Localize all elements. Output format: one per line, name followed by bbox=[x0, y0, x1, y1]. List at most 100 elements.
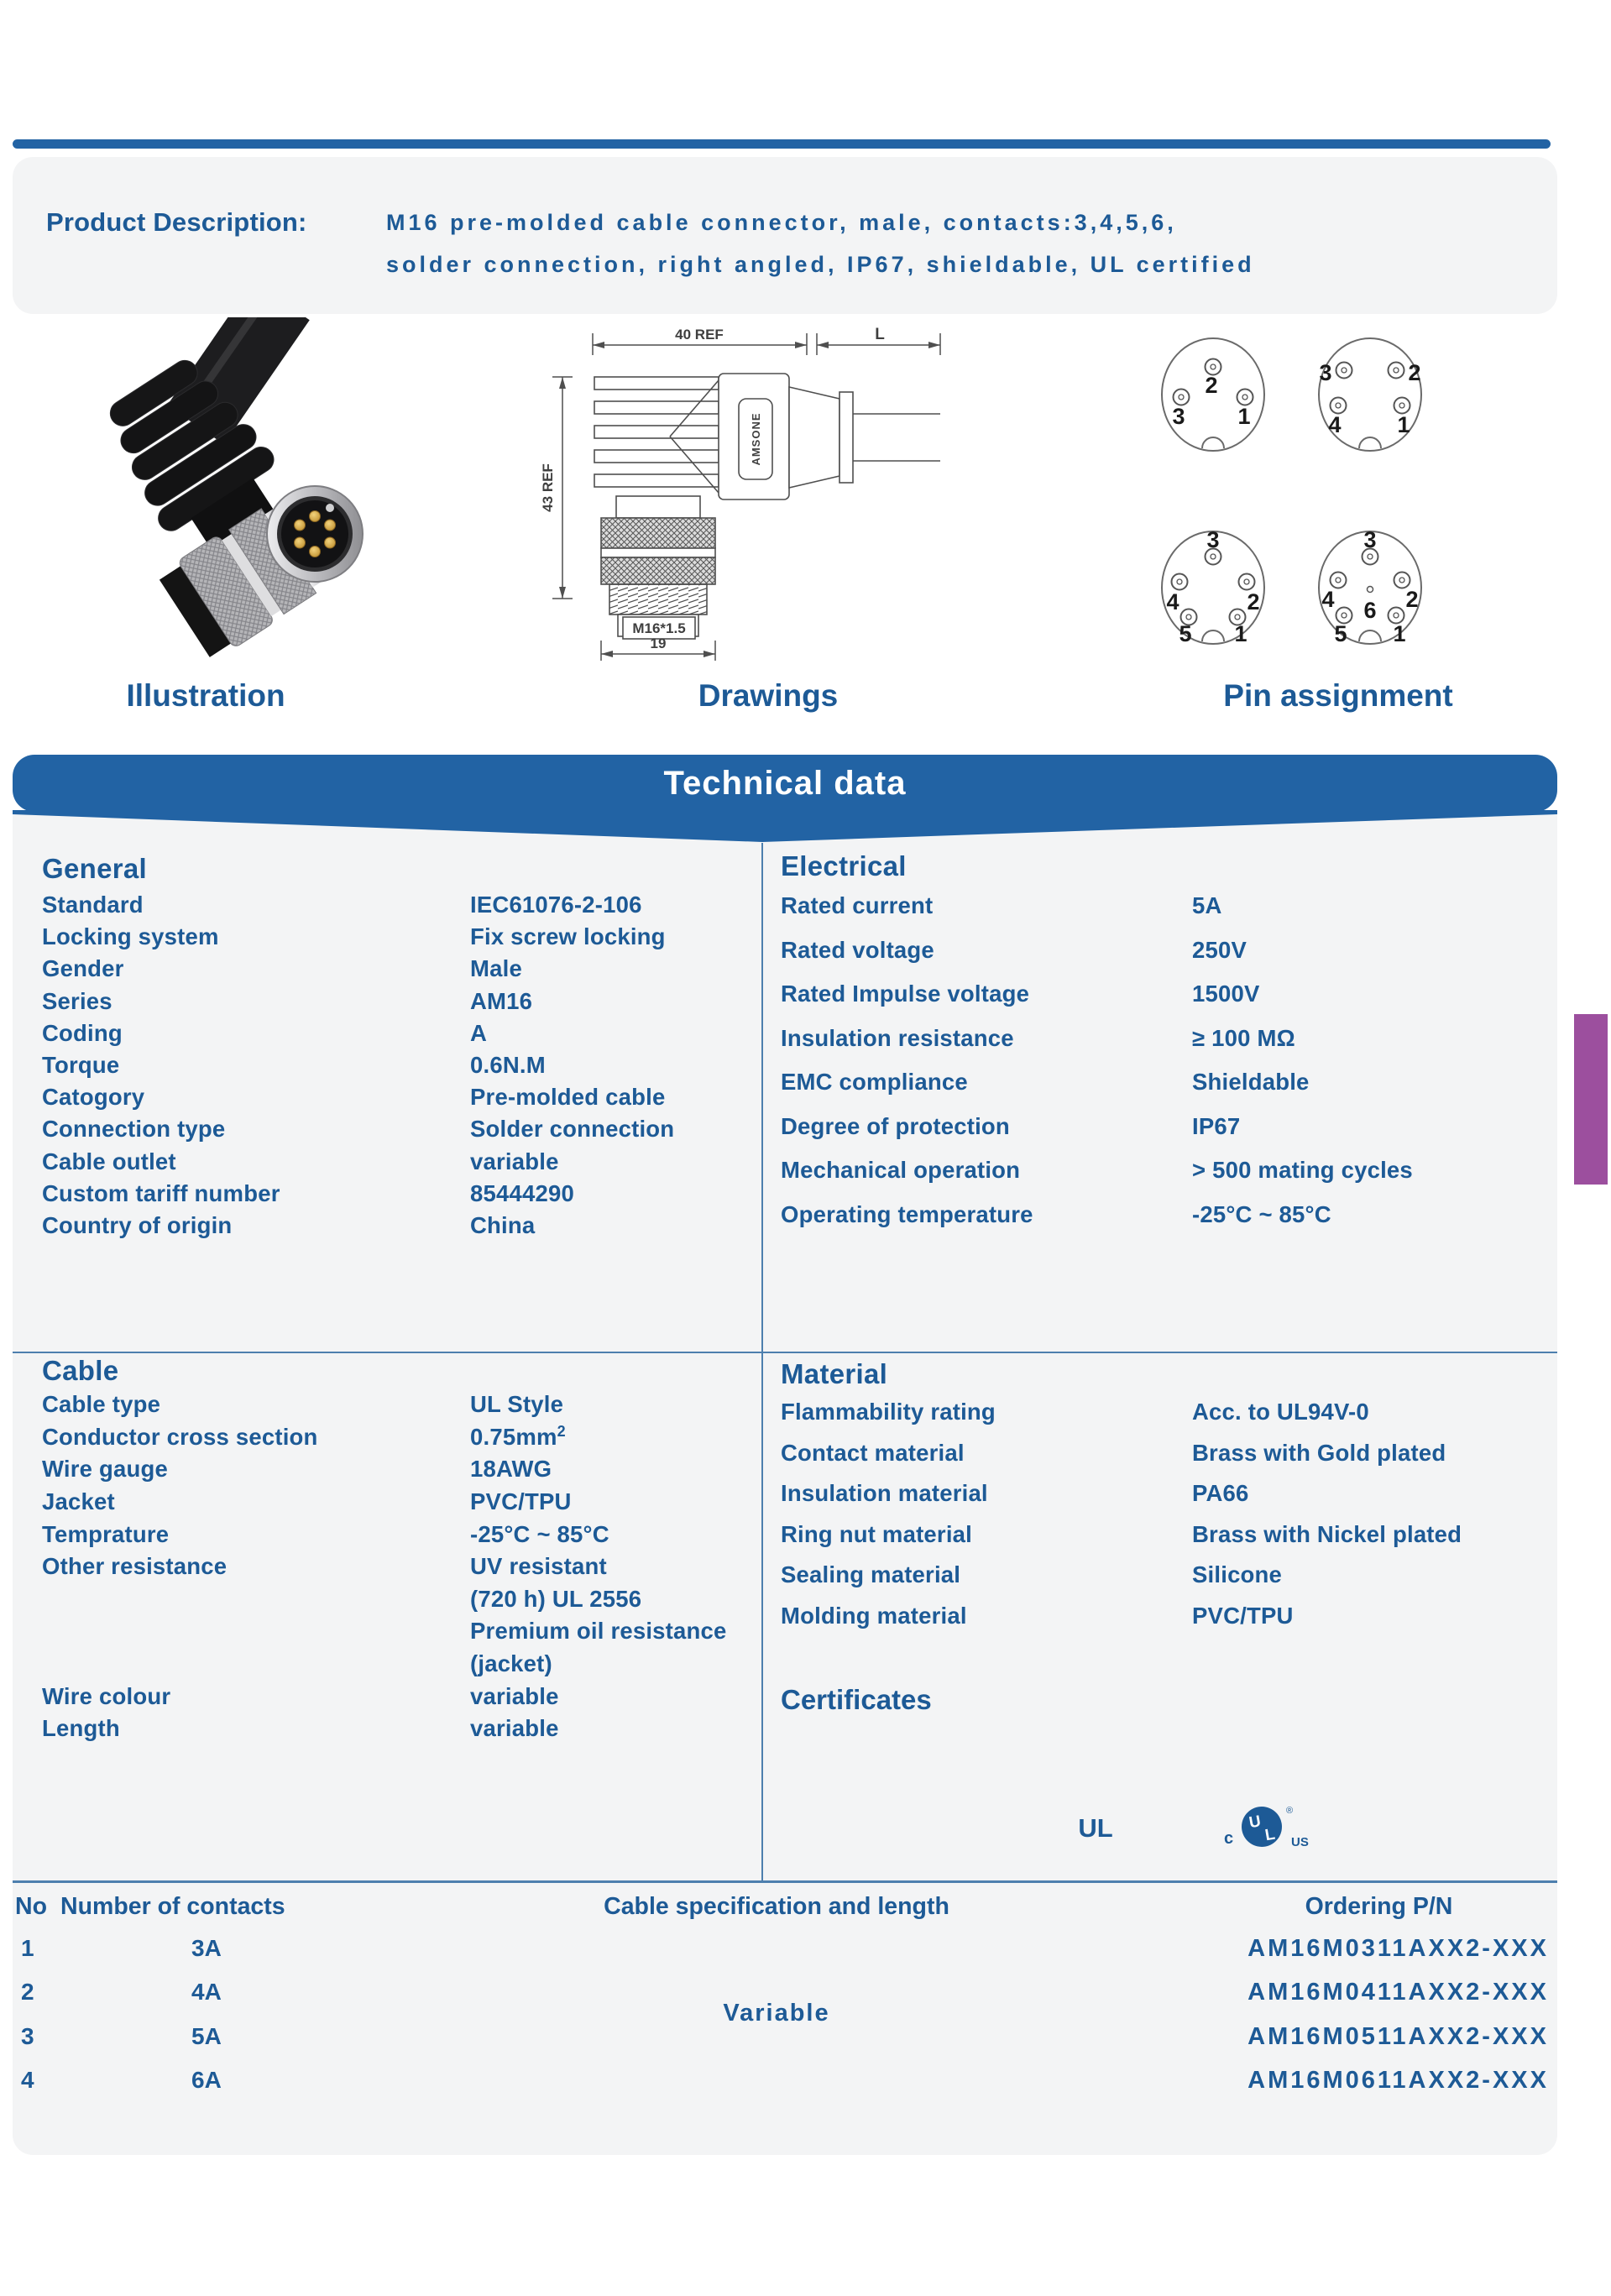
spec-value: ≥ 100 MΩ bbox=[1192, 1024, 1295, 1051]
spec-label: Rated voltage bbox=[781, 936, 934, 963]
table-row-no: 3 bbox=[21, 2023, 34, 2049]
spec-label: Wire colour bbox=[42, 1682, 171, 1709]
spec-value: 1500V bbox=[1192, 981, 1260, 1007]
spec-row: Insulation resistance ≥ 100 MΩ bbox=[781, 1017, 1545, 1061]
table-header-no: No bbox=[15, 1893, 47, 1920]
pin-number: 5 bbox=[1179, 621, 1191, 646]
pin-number: 5 bbox=[1334, 621, 1347, 646]
spec-value: Solder connection bbox=[470, 1116, 675, 1143]
table-header-contacts: Number of contacts bbox=[60, 1893, 285, 1920]
spec-value: Silicone bbox=[1192, 1561, 1283, 1588]
spec-row: (720 h) UL 2556 bbox=[42, 1583, 756, 1616]
svg-text:L: L bbox=[1263, 1826, 1276, 1845]
table-row-contacts: 5A bbox=[191, 2023, 222, 2049]
column-divider bbox=[761, 843, 763, 1881]
pin-number: 3 bbox=[1206, 527, 1219, 552]
spec-value: variable bbox=[470, 1682, 559, 1709]
table-row-contacts: 6A bbox=[191, 2067, 222, 2093]
spec-value: AM16 bbox=[470, 987, 533, 1014]
cable-heading: Cable bbox=[42, 1355, 119, 1386]
spec-label: Contact material bbox=[781, 1439, 965, 1466]
spec-label: Rated current bbox=[781, 892, 934, 919]
purple-side-marker bbox=[1574, 1014, 1608, 1185]
table-row-no: 2 bbox=[21, 1979, 34, 2005]
table-header-pn: Ordering P/N bbox=[1305, 1893, 1453, 1920]
certificates-heading: Certificates bbox=[781, 1684, 932, 1715]
spec-row: (jacket) bbox=[42, 1648, 756, 1681]
spec-value: 250V bbox=[1192, 936, 1247, 963]
spec-value: (720 h) UL 2556 bbox=[470, 1585, 642, 1612]
spec-label: Insulation material bbox=[781, 1480, 988, 1507]
table-spec-variable: Variable bbox=[723, 2000, 830, 2027]
spec-value: Premium oil resistance bbox=[470, 1618, 727, 1645]
spec-value: UV resistant bbox=[470, 1553, 607, 1580]
spec-row: Premium oil resistance bbox=[42, 1615, 756, 1648]
spec-label: Wire gauge bbox=[42, 1456, 168, 1483]
material-heading: Material bbox=[781, 1358, 888, 1389]
section-divider-1 bbox=[13, 1352, 1557, 1353]
spec-row: Operating temperature-25°C ~ 85°C bbox=[781, 1193, 1545, 1237]
spec-row: Length variable bbox=[42, 1713, 756, 1745]
pin-number: 2 bbox=[1408, 360, 1420, 385]
spec-value: variable bbox=[470, 1715, 559, 1742]
drawings-caption: Drawings bbox=[698, 678, 839, 713]
dim-l-label: L bbox=[875, 326, 885, 343]
pin-number: 3 bbox=[1363, 527, 1376, 552]
spec-label: Gender bbox=[42, 955, 124, 982]
spec-value: 18AWG bbox=[470, 1456, 552, 1483]
spec-value: PVC/TPU bbox=[470, 1488, 572, 1515]
table-row-no: 1 bbox=[21, 1935, 34, 1961]
table-row-pn: AM16M0611AXX2-XXX bbox=[1247, 2067, 1549, 2094]
spec-row: Insulation material PA66 bbox=[781, 1473, 1545, 1514]
pin-numbers: 2 3 1 3 2 4 1 3 4 2 5 1 3 4 2 6 5 1 bbox=[1166, 360, 1420, 646]
spec-value: Fix screw locking bbox=[470, 923, 666, 950]
molded-boot bbox=[109, 359, 286, 569]
spec-value: Pre-molded cable bbox=[470, 1084, 666, 1111]
spec-label: Cable type bbox=[42, 1391, 161, 1418]
dim-40ref-label: 40 REF bbox=[675, 327, 724, 343]
illustration-caption: Illustration bbox=[126, 678, 285, 713]
spec-label: Locking system bbox=[42, 923, 219, 950]
pin-number: 4 bbox=[1328, 412, 1341, 437]
spec-row: Temprature-25°C ~ 85°C bbox=[42, 1518, 756, 1551]
thread-size-label: M16*1.5 bbox=[632, 620, 685, 636]
product-description-line2: solder connection, right angled, IP67, s… bbox=[386, 252, 1255, 277]
spec-value: > 500 mating cycles bbox=[1192, 1157, 1413, 1184]
banner-chevron bbox=[13, 810, 1557, 842]
connector-outline bbox=[594, 373, 940, 640]
spec-value: PA66 bbox=[1192, 1480, 1249, 1507]
spec-label: Length bbox=[42, 1715, 120, 1742]
spec-value: China bbox=[470, 1211, 536, 1238]
spec-row: Mechanical operation> 500 mating cycles bbox=[781, 1148, 1545, 1193]
spec-label: Jacket bbox=[42, 1488, 115, 1515]
svg-text:®: ® bbox=[1286, 1806, 1293, 1816]
spec-row: Rated voltage 250V bbox=[781, 928, 1545, 973]
product-description-label: Product Description: bbox=[46, 207, 307, 237]
spec-row: Jacket PVC/TPU bbox=[42, 1486, 756, 1519]
pin-number: 1 bbox=[1237, 404, 1250, 429]
table-row-pn: AM16M0311AXX2-XXX bbox=[1247, 1935, 1549, 1962]
pin-number: 6 bbox=[1363, 598, 1376, 623]
connector-photo-illustration bbox=[109, 317, 364, 657]
spec-label: Insulation resistance bbox=[781, 1024, 1014, 1051]
spec-value: Brass with Gold plated bbox=[1192, 1439, 1446, 1466]
spec-value: IEC61076-2-106 bbox=[470, 892, 642, 918]
spec-label: Ring nut material bbox=[781, 1520, 973, 1547]
spec-row: Wire colour variable bbox=[42, 1680, 756, 1713]
spec-label: Connection type bbox=[42, 1116, 226, 1143]
spec-label: Sealing material bbox=[781, 1561, 961, 1588]
spec-label: Cable outlet bbox=[42, 1148, 176, 1174]
spec-value: 0.75mm2 bbox=[470, 1423, 566, 1451]
spec-row: Sealing material Silicone bbox=[781, 1555, 1545, 1596]
spec-label: Temprature bbox=[42, 1520, 170, 1547]
